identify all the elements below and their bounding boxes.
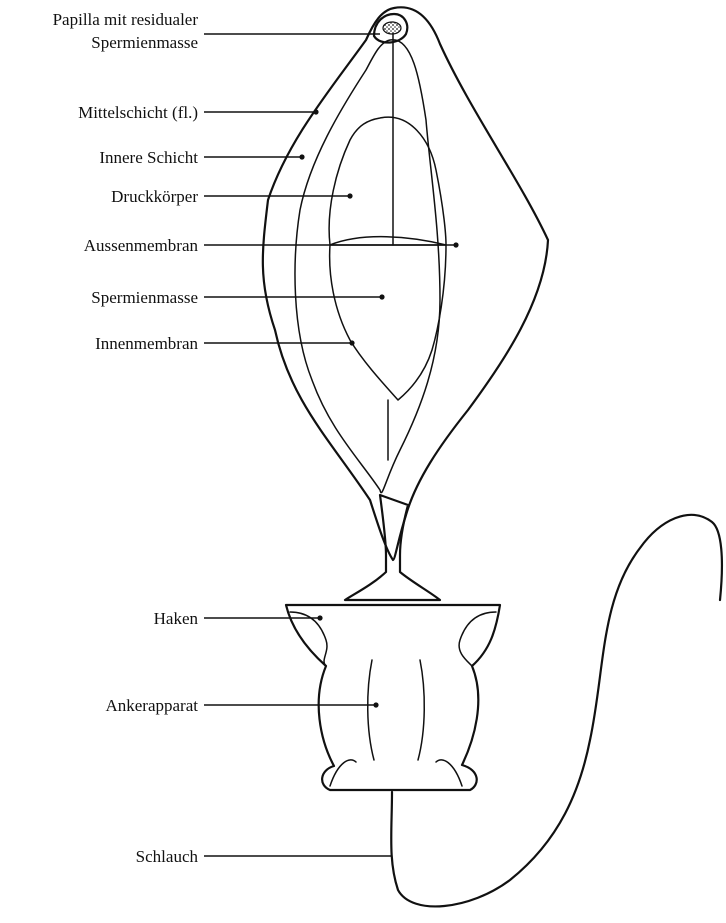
druckkoerper (329, 117, 446, 245)
label-schlauch: Schlauch (136, 847, 199, 866)
outer-body (263, 7, 548, 560)
dot-haken (317, 615, 322, 620)
anchor-inner-left (368, 660, 374, 760)
label-druckkoerper: Druckkörper (111, 187, 198, 206)
label-haken: Haken (154, 609, 199, 628)
schlauch-tube (391, 515, 722, 907)
dot-mittelschicht (313, 109, 318, 114)
label-ankerapparat: Ankerapparat (105, 696, 198, 715)
label-mittelschicht: Mittelschicht (fl.) (78, 103, 198, 122)
anchor-base-right (436, 760, 462, 786)
spermienmasse-region (330, 237, 446, 400)
dot-ankerapparat (373, 702, 378, 707)
dot-aussenmembran (453, 242, 458, 247)
label-papilla-line2: Spermienmasse (91, 33, 198, 52)
anchor-apparatus (286, 605, 500, 790)
dot-innenmembran (349, 340, 354, 345)
label-innenmembran: Innenmembran (95, 334, 198, 353)
residual-spermienmasse (383, 22, 401, 34)
neck (345, 495, 440, 600)
dot-innere-schicht (299, 154, 304, 159)
label-spermienmasse: Spermienmasse (91, 288, 198, 307)
dot-druckkoerper (347, 193, 352, 198)
label-innere-schicht: Innere Schicht (99, 148, 198, 167)
anchor-inner-right (418, 660, 424, 760)
label-aussenmembran: Aussenmembran (84, 236, 199, 255)
dot-spermienmasse (379, 294, 384, 299)
label-papilla-line1: Papilla mit residualer (53, 10, 199, 29)
